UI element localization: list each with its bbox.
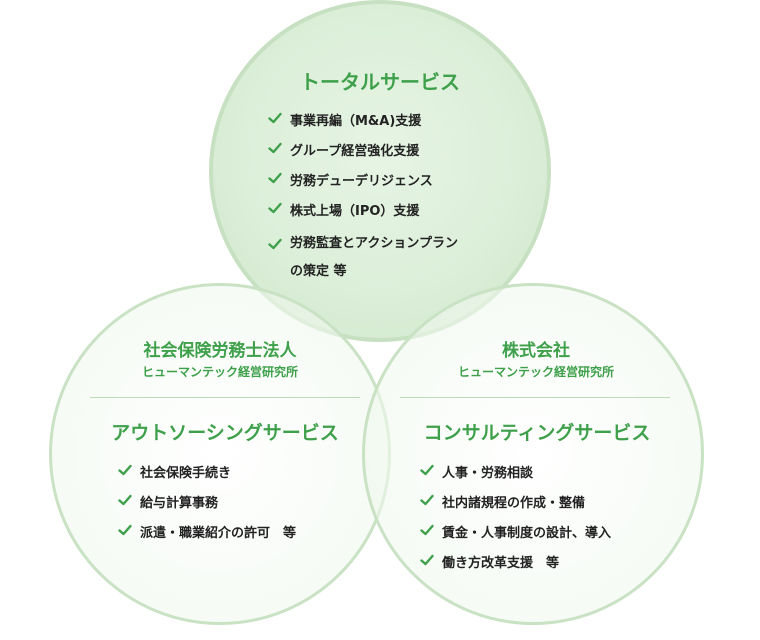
check-icon [420, 554, 434, 566]
list-item: 株式上場（IPO）支援 [268, 200, 458, 230]
check-icon [268, 112, 282, 124]
right-org-name: 株式会社 [502, 341, 570, 361]
list-item-label: 派遣・職業紹介の許可 等 [140, 526, 297, 541]
list-item-label: 労務デューデリジェンス [290, 174, 433, 189]
right-divider [400, 397, 670, 398]
consulting-service-list: 人事・労務相談 社内諸規程の作成・整備 賃金・人事制度の設計、導入 働き方改革支… [420, 462, 611, 582]
outsourcing-service-list: 社会保険手続き 給与計算事務 派遣・職業紹介の許可 等 [118, 462, 296, 552]
left-org-name: 社会保険労務士法人 [143, 341, 297, 361]
list-item: 労務監査とアクションプラン の策定 等 [268, 230, 458, 286]
circle-outsourcing [49, 283, 391, 625]
left-divider [90, 397, 360, 398]
check-icon [420, 494, 434, 506]
list-item: 働き方改革支援 等 [420, 552, 611, 582]
check-icon [268, 172, 282, 184]
list-item-label: 社会保険手続き [140, 466, 232, 481]
consulting-service-title: コンサルティングサービス [423, 422, 651, 444]
outsourcing-service-title: アウトソーシングサービス [111, 422, 339, 444]
check-icon [268, 238, 282, 250]
list-item: 社内諸規程の作成・整備 [420, 492, 611, 522]
list-item-label-continued: の策定 等 [290, 264, 347, 279]
check-icon [420, 524, 434, 536]
list-item: グループ経営強化支援 [268, 140, 458, 170]
list-item: 賃金・人事制度の設計、導入 [420, 522, 611, 552]
check-icon [268, 142, 282, 154]
check-icon [118, 464, 132, 476]
circle-consulting [362, 283, 704, 625]
check-icon [118, 494, 132, 506]
check-icon [268, 202, 282, 214]
check-icon [118, 524, 132, 536]
list-item: 労務デューデリジェンス [268, 170, 458, 200]
list-item: 社会保険手続き [118, 462, 296, 492]
right-org-subname: ヒューマンテック経営研究所 [457, 365, 614, 379]
total-service-list: 事業再編（M&A)支援 グループ経営強化支援 労務デューデリジェンス 株式上場（… [268, 110, 458, 286]
list-item-label: 事業再編（M&A)支援 [290, 114, 422, 129]
list-item-label: グループ経営強化支援 [290, 144, 420, 159]
list-item-label: 労務監査とアクションプラン [290, 236, 458, 251]
left-org-subname: ヒューマンテック経営研究所 [141, 365, 298, 379]
circle-total-service [209, 0, 551, 342]
list-item-label: 働き方改革支援 等 [442, 556, 560, 571]
list-item-label: 人事・労務相談 [442, 466, 534, 481]
list-item-label: 社内諸規程の作成・整備 [442, 496, 586, 511]
list-item-label: 給与計算事務 [140, 496, 219, 511]
check-icon [420, 464, 434, 476]
list-item: 給与計算事務 [118, 492, 296, 522]
list-item-label: 賃金・人事制度の設計、導入 [442, 526, 612, 541]
list-item-label: 株式上場（IPO）支援 [290, 204, 420, 219]
list-item: 派遣・職業紹介の許可 等 [118, 522, 296, 552]
total-service-title: トータルサービス [300, 70, 460, 94]
list-item: 人事・労務相談 [420, 462, 611, 492]
list-item: 事業再編（M&A)支援 [268, 110, 458, 140]
